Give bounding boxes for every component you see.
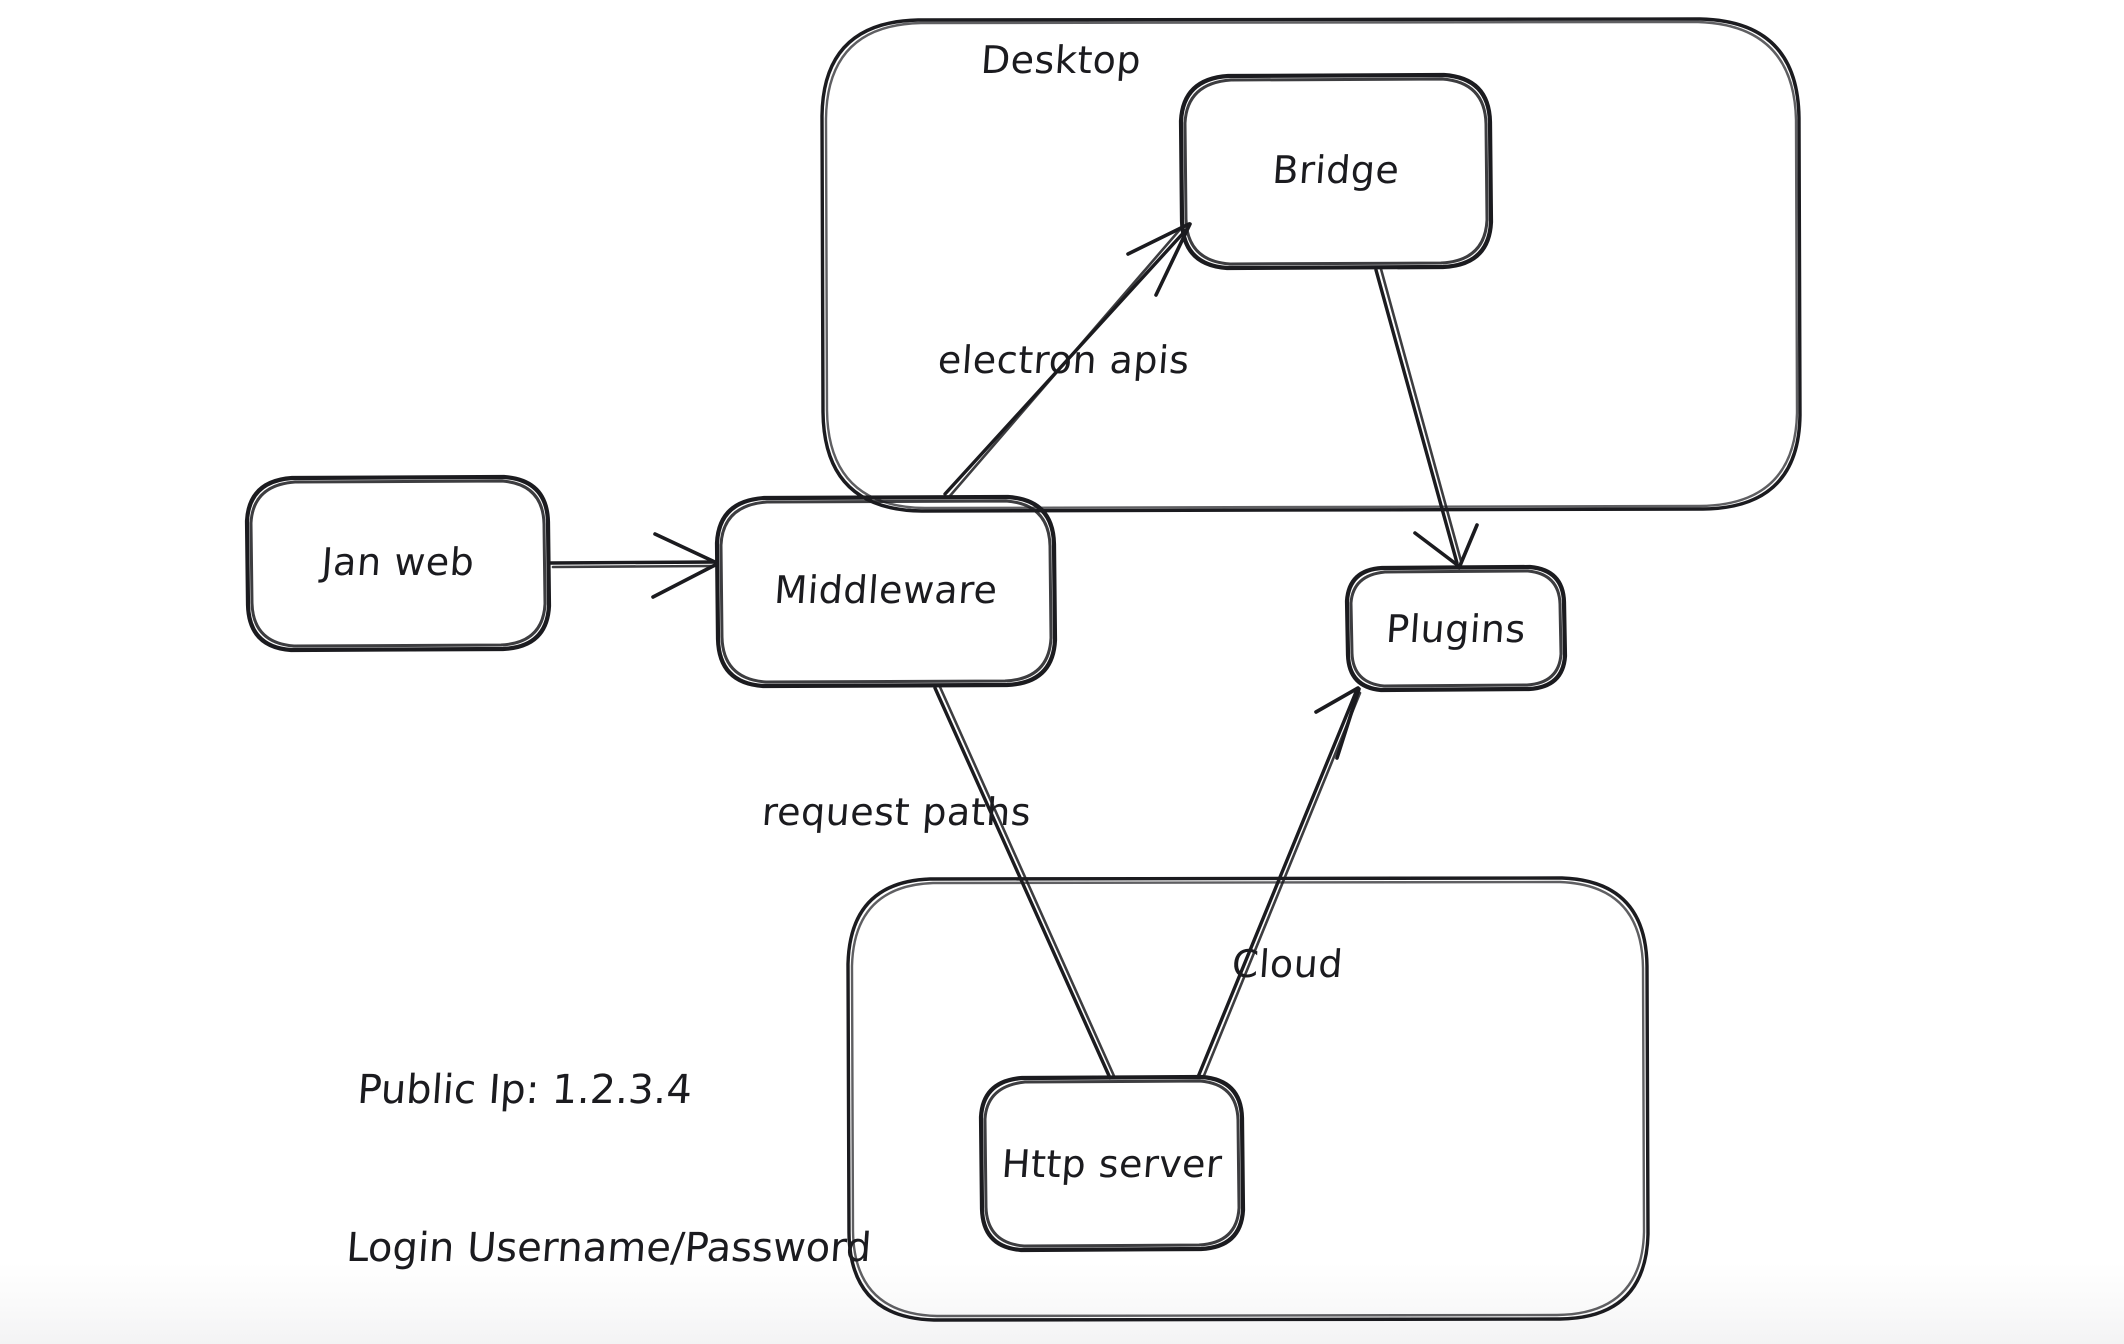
container-label-desktop: Desktop [979, 38, 1143, 82]
edge-middleware-to-bridge [943, 222, 1192, 499]
node-plugins[interactable] [1344, 564, 1568, 693]
note-line-public-ip: Public Ip: 1.2.3.4 [355, 1066, 694, 1113]
node-label-http-server: Http server [1000, 1142, 1224, 1186]
edge-label-cloud: Cloud [1230, 942, 1345, 986]
edge-middleware-to-http [933, 685, 1116, 1080]
node-bridge[interactable] [1178, 72, 1494, 271]
edge-jan-to-middleware [549, 532, 719, 599]
edge-label-request-paths: request paths [760, 790, 1033, 834]
node-http-server[interactable] [978, 1074, 1246, 1253]
note-line-login: Login Username/Password [344, 1224, 873, 1271]
edge-label-electron-apis: electron apis [936, 338, 1192, 382]
edge-http-to-plugins [1196, 686, 1362, 1080]
edge-bridge-to-plugins [1374, 267, 1479, 570]
note-public-ip: Public Ip: 1.2.3.4 Login Username/Passwo… [337, 958, 891, 1344]
container-desktop [820, 17, 1802, 513]
node-middleware[interactable] [714, 494, 1058, 689]
container-cloud [846, 876, 1650, 1322]
node-label-bridge: Bridge [1271, 148, 1401, 192]
node-label-jan-web: Jan web [320, 540, 476, 584]
node-label-plugins: Plugins [1384, 607, 1528, 651]
node-label-middleware: Middleware [772, 568, 1000, 612]
node-jan-web[interactable] [244, 474, 552, 653]
